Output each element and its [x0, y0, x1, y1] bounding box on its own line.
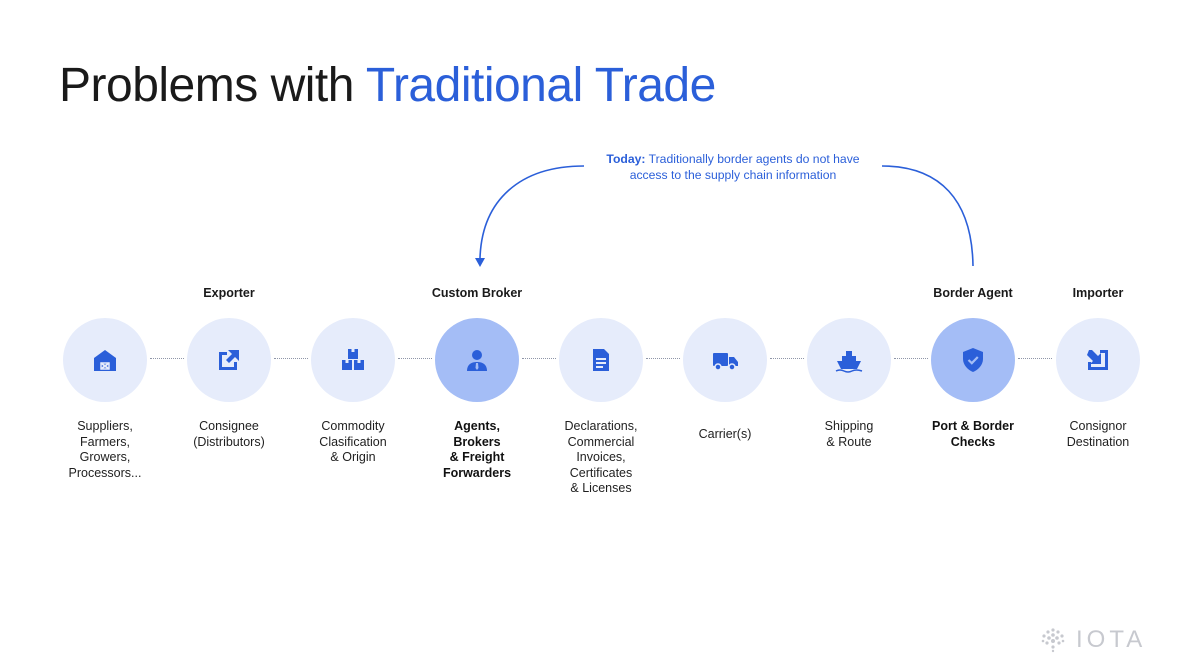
title-highlight: Traditional Trade [365, 59, 716, 112]
iota-logo: IOTA [1038, 626, 1146, 654]
step-label-commodity: Commodity Clasification & Origin [319, 419, 387, 464]
title-prefix: Problems with [59, 59, 366, 112]
connector [646, 358, 680, 359]
ship-icon [835, 351, 863, 373]
document-icon [593, 349, 609, 371]
curved-arrow-left [479, 165, 585, 259]
logo-text: IOTA [1076, 626, 1147, 653]
connector [894, 358, 928, 359]
step-node-consignor [1056, 318, 1140, 402]
note-lead: Today: [606, 152, 646, 166]
barn-icon [94, 350, 116, 371]
step-node-commodity [311, 318, 395, 402]
boxes-icon [342, 349, 364, 370]
step-label-suppliers: Suppliers, Farmers, Growers, Processors.… [68, 419, 142, 480]
role-importer: Importer [1072, 286, 1124, 300]
step-node-consignee [187, 318, 271, 402]
step-label-port-border: Port & Border Checks [932, 419, 1014, 449]
export-arrow-icon [219, 350, 239, 370]
connector [398, 358, 432, 359]
step-label-consignee: Consignee (Distributors) [193, 419, 265, 449]
step-label-agents: Agents, Brokers & Freight Forwarders [442, 419, 512, 480]
page-title: Problems with Traditional Trade [59, 58, 716, 113]
step-node-agents [435, 318, 519, 402]
truck-icon [713, 353, 738, 371]
arrow-head-icon [475, 258, 485, 267]
note-text: Traditionally border agents do not have … [629, 152, 860, 182]
role-custom-broker: Custom Broker [431, 286, 523, 300]
connector [150, 358, 184, 359]
step-label-shipping: Shipping & Route [824, 419, 874, 449]
step-node-port-border [931, 318, 1015, 402]
shield-check-icon [963, 348, 983, 372]
step-label-declarations: Declarations, Commercial Invoices, Certi… [564, 419, 638, 495]
connector [522, 358, 556, 359]
connector [274, 358, 308, 359]
connector [1018, 358, 1052, 359]
annotation-note: Today: Traditionally border agents do no… [592, 151, 874, 183]
step-node-shipping [807, 318, 891, 402]
iota-dots-icon [1041, 628, 1065, 653]
role-border-agent: Border Agent [933, 286, 1013, 300]
step-label-carriers: Carrier(s) [698, 427, 752, 441]
curved-arrow-right [881, 165, 974, 267]
person-icon [467, 350, 487, 371]
step-label-consignor: Consignor Destination [1066, 419, 1130, 449]
step-node-suppliers [63, 318, 147, 402]
import-arrow-icon [1087, 350, 1108, 370]
step-node-carriers [683, 318, 767, 402]
step-node-declarations [559, 318, 643, 402]
role-exporter: Exporter [203, 286, 255, 300]
connector [770, 358, 804, 359]
